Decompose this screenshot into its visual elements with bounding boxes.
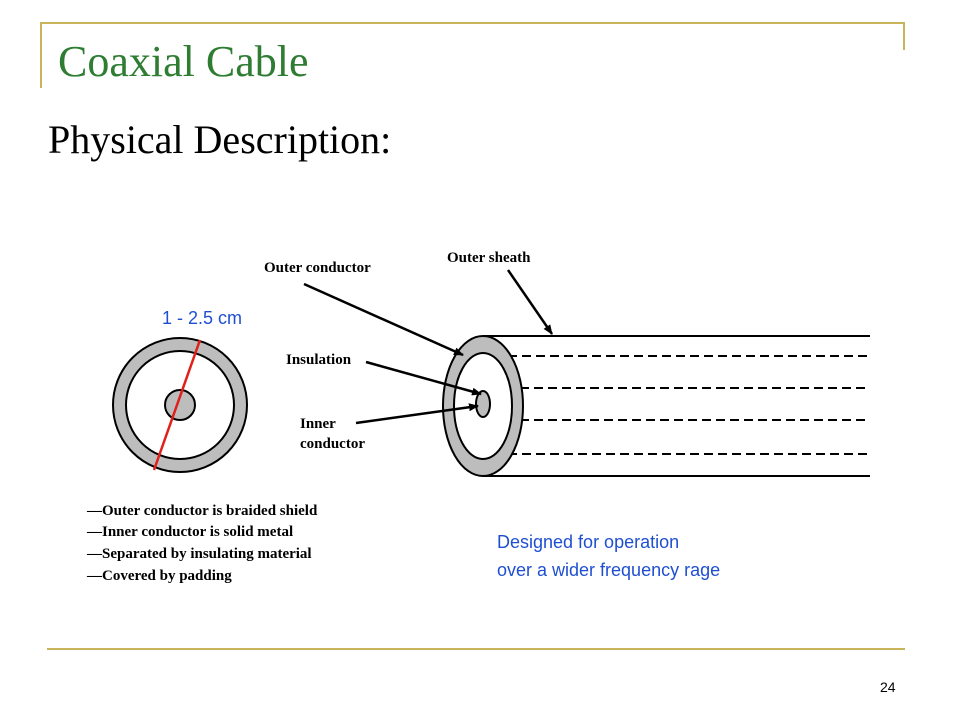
slide-title: Coaxial Cable (58, 37, 309, 86)
note-line-2: over a wider frequency rage (497, 560, 720, 580)
arrow-outer-sheath (506, 269, 554, 335)
label-outer-conductor: Outer conductor (264, 260, 371, 276)
label-outer-sheath: Outer sheath (447, 250, 531, 266)
arrow-outer-conductor (303, 282, 464, 357)
frame-bottom-line (47, 648, 905, 650)
slide-subtitle: Physical Description: (48, 117, 392, 162)
cross-section-inner-conductor (164, 389, 196, 421)
arrow-inner-conductor (355, 403, 479, 425)
page-number: 24 (880, 679, 896, 695)
note-line-1: Designed for operation (497, 532, 679, 552)
label-inner-conductor-line2: conductor (300, 436, 365, 452)
cable-sheath-band (483, 336, 870, 476)
cross-section (112, 337, 248, 473)
frame-left-line (40, 22, 42, 88)
bullet-item: —Inner conductor is solid metal (86, 524, 293, 540)
cable-side-view (442, 335, 870, 477)
diameter-line (152, 339, 202, 471)
frame-right-line (903, 22, 905, 50)
bullet-item: —Covered by padding (86, 568, 232, 584)
label-insulation: Insulation (286, 352, 352, 368)
frame-top-line (40, 22, 905, 24)
cable-end-inner-conductor (475, 390, 491, 418)
label-inner-conductor-line1: Inner (300, 416, 336, 432)
dimension-label: 1 - 2.5 cm (162, 308, 242, 328)
bullet-item: —Outer conductor is braided shield (86, 503, 318, 519)
bullet-item: —Separated by insulating material (86, 546, 312, 562)
arrow-insulation (365, 360, 482, 396)
